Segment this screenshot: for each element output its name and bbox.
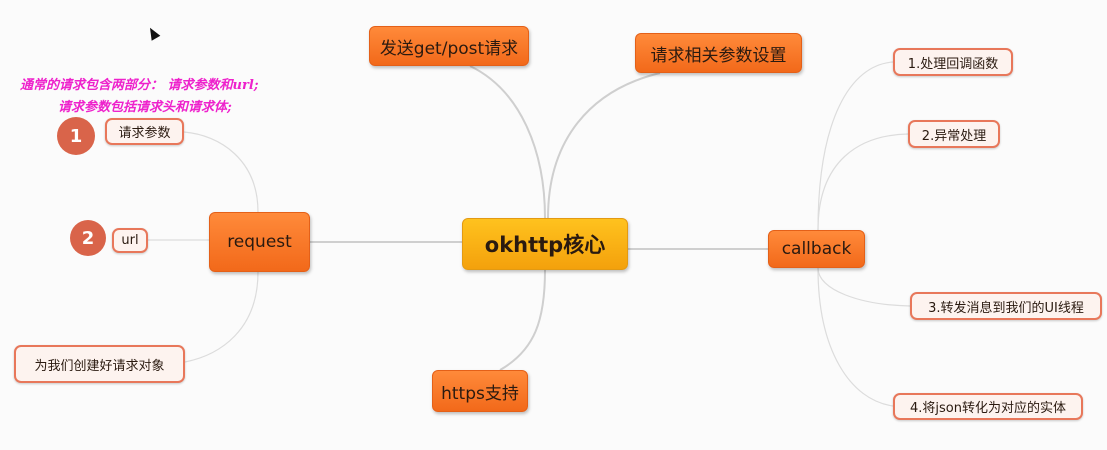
link-callback-c1 bbox=[817, 61, 894, 231]
link-callback-c3 bbox=[817, 267, 911, 307]
badge-2: 2 bbox=[70, 220, 106, 256]
branch-request-settings[interactable]: 请求相关参数设置 bbox=[635, 33, 802, 73]
annotation-line-2: 请求参数包括请求头和请求体; bbox=[58, 100, 232, 115]
leaf-handle-callback[interactable]: 1.处理回调函数 bbox=[893, 48, 1013, 76]
leaf-url[interactable]: url bbox=[112, 228, 148, 253]
leaf-request-params[interactable]: 请求参数 bbox=[105, 118, 184, 145]
link-request-create bbox=[184, 271, 259, 363]
link-callback-c4 bbox=[817, 267, 894, 407]
branch-https[interactable]: https支持 bbox=[432, 370, 528, 412]
badge-1: 1 bbox=[57, 117, 95, 155]
center-node[interactable]: okhttp核心 bbox=[462, 218, 628, 270]
branch-callback[interactable]: callback bbox=[768, 230, 865, 268]
leaf-forward-to-ui-thread[interactable]: 3.转发消息到我们的UI线程 bbox=[910, 292, 1102, 320]
link-callback-c2 bbox=[817, 133, 909, 231]
leaf-create-request-object[interactable]: 为我们创建好请求对象 bbox=[14, 345, 185, 383]
leaf-exception-handling[interactable]: 2.异常处理 bbox=[908, 120, 1000, 148]
link-center-settings bbox=[547, 72, 661, 219]
link-request-params bbox=[183, 131, 259, 213]
leaf-json-to-entity[interactable]: 4.将json转化为对应的实体 bbox=[893, 393, 1083, 420]
branch-request[interactable]: request bbox=[209, 212, 310, 272]
link-center-send bbox=[469, 65, 546, 219]
annotation-line-1: 通常的请求包含两部分： 请求参数和url; bbox=[20, 78, 259, 93]
branch-send-request[interactable]: 发送get/post请求 bbox=[369, 26, 529, 66]
link-center-https bbox=[499, 269, 546, 371]
